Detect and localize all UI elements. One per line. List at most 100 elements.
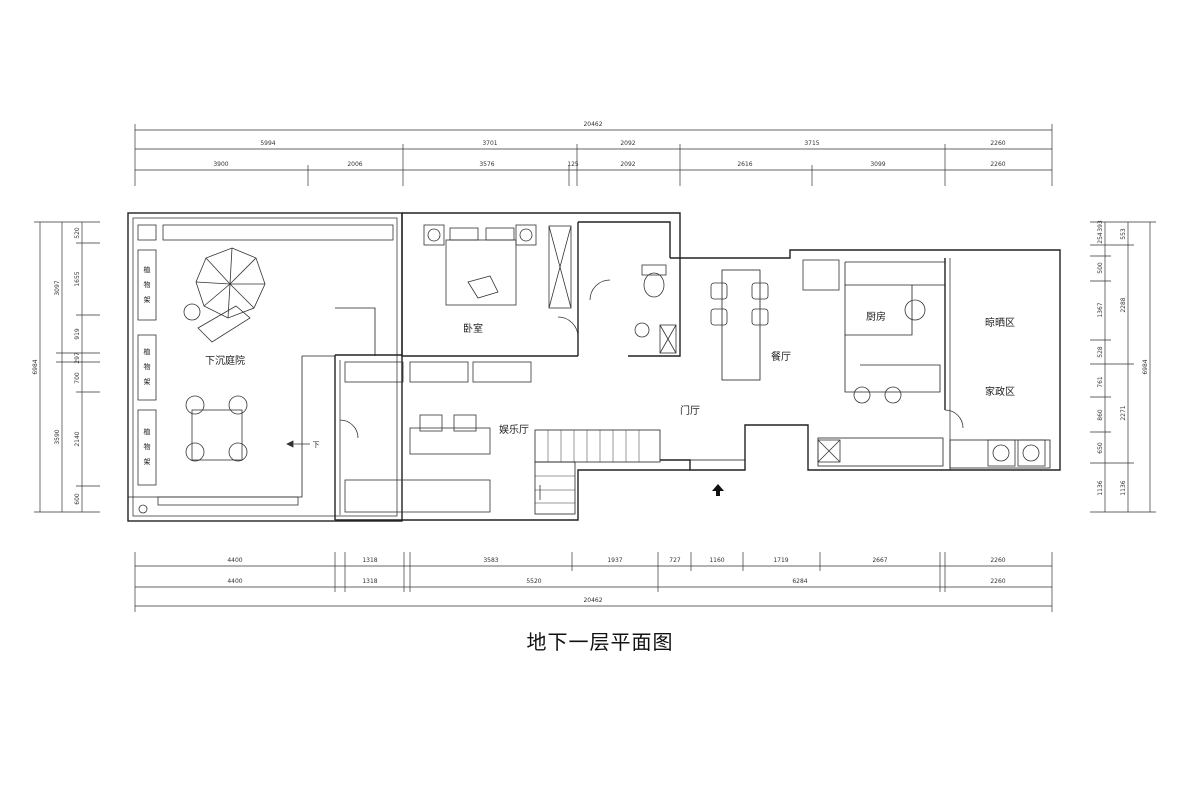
washer-icon	[987, 439, 1016, 467]
dim-top-r3: 3900	[213, 161, 228, 168]
shelf-label: 植	[144, 347, 151, 356]
room-recreation: 娱乐厅	[499, 423, 529, 436]
wardrobe-icon	[548, 225, 572, 309]
shelf-label: 架	[144, 296, 151, 304]
walls	[127, 212, 1061, 522]
room-kitchen: 厨房	[866, 310, 886, 323]
dim-right-c3: 254	[1097, 232, 1104, 244]
drain-icon	[138, 504, 148, 514]
dim-bottom-r1: 1937	[607, 557, 622, 564]
door-swing-icon	[944, 409, 964, 429]
nightstand-icon	[515, 224, 537, 246]
room-drying: 晾晒区	[985, 316, 1015, 329]
shelf-label: 物	[144, 362, 151, 371]
fridge-icon	[802, 259, 840, 291]
side-table-icon	[183, 303, 201, 321]
dim-top-r3: 125	[567, 161, 579, 168]
sink-icon	[817, 439, 841, 463]
dim-left-c2: 3097	[54, 280, 61, 295]
coffee-table-icon	[409, 427, 491, 455]
bar-stool-icon	[884, 386, 902, 404]
dim-bottom-r2: 5520	[526, 578, 541, 585]
dim-right-c3: 761	[1097, 376, 1104, 388]
shelf-label: 植	[144, 265, 151, 274]
dim-bottom-r1: 2260	[990, 557, 1005, 564]
dim-bottom-r1: 3583	[483, 557, 498, 564]
patio-table-icon	[185, 395, 248, 462]
umbrella-icon	[195, 247, 266, 319]
dim-right-c3: 1136	[1097, 480, 1104, 495]
dim-bottom-r1: 1719	[773, 557, 788, 564]
dim-top-r3: 2006	[347, 161, 362, 168]
left-dimension-texts: 6984 3097 3590 520 1655 919 297 700 2140…	[32, 227, 81, 505]
dim-right-c2: 553	[1120, 228, 1127, 240]
dim-bottom-r1: 1160	[709, 557, 724, 564]
dim-bottom-r2: 4400	[227, 578, 242, 585]
dim-top-r2: 2092	[620, 140, 635, 147]
shelf-labels: 植 物 架 植 物 架 植 物 架	[144, 265, 151, 466]
top-dimensions	[134, 124, 1053, 186]
door-swing-icon	[557, 316, 579, 338]
dim-left-c3: 1655	[74, 271, 81, 286]
dim-right-c3: 650	[1097, 442, 1104, 454]
dining-chairs-icon	[710, 282, 769, 326]
dim-left-c3: 297	[74, 352, 81, 364]
shelf-label: 植	[144, 427, 151, 436]
dim-left-c3: 600	[74, 493, 81, 505]
armchair-icon	[453, 414, 477, 432]
cabinet-icon	[344, 361, 404, 383]
dim-left-total: 6984	[32, 359, 39, 374]
dim-right-c2: 2288	[1120, 297, 1127, 312]
dim-right-c3: 1367	[1097, 302, 1104, 317]
dryer-icon	[1017, 439, 1046, 467]
dim-bottom-r1: 4400	[227, 557, 242, 564]
dim-right-c2: 2271	[1120, 405, 1127, 420]
dim-bottom-r2: 2260	[990, 578, 1005, 585]
cabinet-icon	[472, 361, 532, 383]
room-bedroom: 卧室	[463, 322, 483, 335]
room-foyer: 门厅	[680, 404, 700, 417]
shelf-label: 架	[144, 458, 151, 466]
dim-right-c3: 500	[1097, 262, 1104, 274]
door-swing-icon	[589, 279, 611, 301]
entrance-arrow-icon	[712, 484, 724, 496]
dim-bottom-r2: 6284	[792, 578, 807, 585]
right-dimensions	[1090, 221, 1156, 513]
dim-top-r2: 3701	[482, 140, 497, 147]
stair-icon	[535, 430, 640, 504]
bottom-dimension-texts: 4400 1318 3583 1937 727 1160 1719 2667 2…	[227, 557, 1005, 604]
dim-left-c3: 700	[74, 372, 81, 384]
bar-stool-icon	[853, 386, 871, 404]
dim-left-c2: 3590	[54, 429, 61, 444]
nightstand-icon	[423, 224, 445, 246]
dim-top-r2: 5994	[260, 140, 275, 147]
shelf-label: 物	[144, 442, 151, 451]
dim-right-c3: 528	[1097, 346, 1104, 358]
cabinet-icon	[409, 361, 469, 383]
bed-icon	[445, 227, 517, 306]
dim-left-c3: 919	[74, 328, 81, 340]
top-dimension-texts: 20462 5994 3701 2092 3715 2260 3900 2006…	[213, 121, 1005, 168]
room-household: 家政区	[985, 385, 1015, 398]
sofa-icon	[344, 479, 491, 513]
dim-right-c3: 860	[1097, 409, 1104, 421]
armchair-icon	[419, 414, 443, 432]
dim-bottom-r2: 1318	[362, 578, 377, 585]
dim-bottom-r1: 1318	[362, 557, 377, 564]
sink-icon	[634, 322, 650, 338]
room-labels: 下沉庭院 卧室 娱乐厅 门厅 餐厅 厨房 晾晒区 家政区 下	[205, 310, 1015, 449]
dim-left-c3: 2140	[74, 431, 81, 446]
left-dimensions	[34, 221, 100, 513]
dim-top-r3: 3099	[870, 161, 885, 168]
dim-right-c3: 393	[1097, 220, 1104, 232]
door-swing-icon	[339, 419, 359, 439]
down-label: 下	[313, 441, 320, 449]
shelf-label: 架	[144, 378, 151, 386]
dim-top-r2: 3715	[804, 140, 819, 147]
dim-right-total: 6984	[1142, 359, 1149, 374]
shower-icon	[659, 324, 677, 354]
dim-right-c2: 1136	[1120, 480, 1127, 495]
dim-top-r3: 2260	[990, 161, 1005, 168]
dim-bottom-total: 20462	[583, 597, 602, 604]
